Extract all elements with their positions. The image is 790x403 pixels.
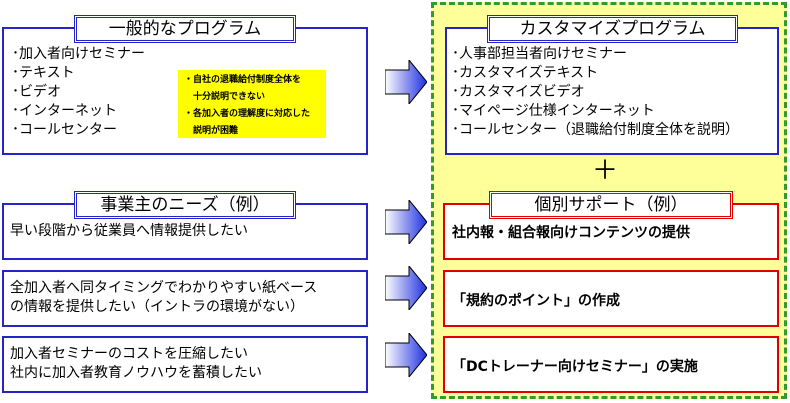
list-item: カスタマイズビデオ xyxy=(452,83,739,102)
need-text: 全加入者へ同タイミングでわかりやすい紙ベース の情報を提供したい（イントラの環境… xyxy=(10,279,317,317)
custom-program-list: 人事部担当者向けセミナー カスタマイズテキスト カスタマイズビデオ マイページ仕… xyxy=(452,45,739,140)
support-box xyxy=(443,270,779,327)
note-line: 説明が困難 xyxy=(184,126,239,136)
support-text: 社内報・組合報向けコンテンツの提供 xyxy=(452,225,690,241)
right-arrow-icon xyxy=(385,333,427,377)
need-line: 加入者セミナーのコストを圧縮したい xyxy=(10,346,248,362)
need-box xyxy=(2,336,368,393)
custom-program-title: カスタマイズプログラム xyxy=(487,15,738,43)
support-box xyxy=(443,336,779,393)
list-item: マイページ仕様インターネット xyxy=(452,102,739,121)
need-line: の情報を提供したい（イントラの環境がない） xyxy=(10,299,304,315)
list-item: 加入者向けセミナー xyxy=(12,45,145,64)
general-program-list: 加入者向けセミナー テキスト ビデオ インターネット コールセンター xyxy=(12,45,145,140)
note-line: ・各加入者の理解度に対応した xyxy=(184,109,311,119)
list-item: コールセンター（退職給付制度全体を説明） xyxy=(452,121,739,140)
need-line: 全加入者へ同タイミングでわかりやすい紙ベース xyxy=(10,280,318,296)
support-text: 「規約のポイント」の作成 xyxy=(452,293,620,309)
individual-support-title: 個別サポート（例） xyxy=(489,191,733,219)
need-line: 社内に加入者教育ノウハウを蓄積したい xyxy=(10,365,262,381)
list-item: コールセンター xyxy=(12,121,145,140)
note-line: 十分説明できない xyxy=(184,92,266,102)
general-program-title: 一般的なプログラム xyxy=(74,15,296,43)
limitation-note: ・自社の退職給付制度全体を 十分説明できない ・各加入者の理解度に対応した 説明… xyxy=(178,70,326,138)
support-text: 「DCトレーナー向けセミナー」の実施 xyxy=(452,359,698,375)
need-line: 早い段階から従業員へ情報提供したい xyxy=(10,223,248,239)
need-text: 加入者セミナーのコストを圧縮したい 社内に加入者教育ノウハウを蓄積したい xyxy=(10,345,262,383)
right-arrow-icon xyxy=(385,60,427,104)
right-arrow-icon xyxy=(385,200,427,244)
list-item: 人事部担当者向けセミナー xyxy=(452,45,739,64)
list-item: ビデオ xyxy=(12,83,145,102)
plus-sign: ＋ xyxy=(592,156,619,186)
employer-needs-title: 事業主のニーズ（例） xyxy=(74,191,296,219)
need-box xyxy=(2,270,368,327)
need-text: 早い段階から従業員へ情報提供したい xyxy=(10,222,248,241)
list-item: インターネット xyxy=(12,102,145,121)
note-line: ・自社の退職給付制度全体を xyxy=(184,75,302,85)
right-arrow-icon xyxy=(385,266,427,310)
list-item: カスタマイズテキスト xyxy=(452,64,739,83)
list-item: テキスト xyxy=(12,64,145,83)
